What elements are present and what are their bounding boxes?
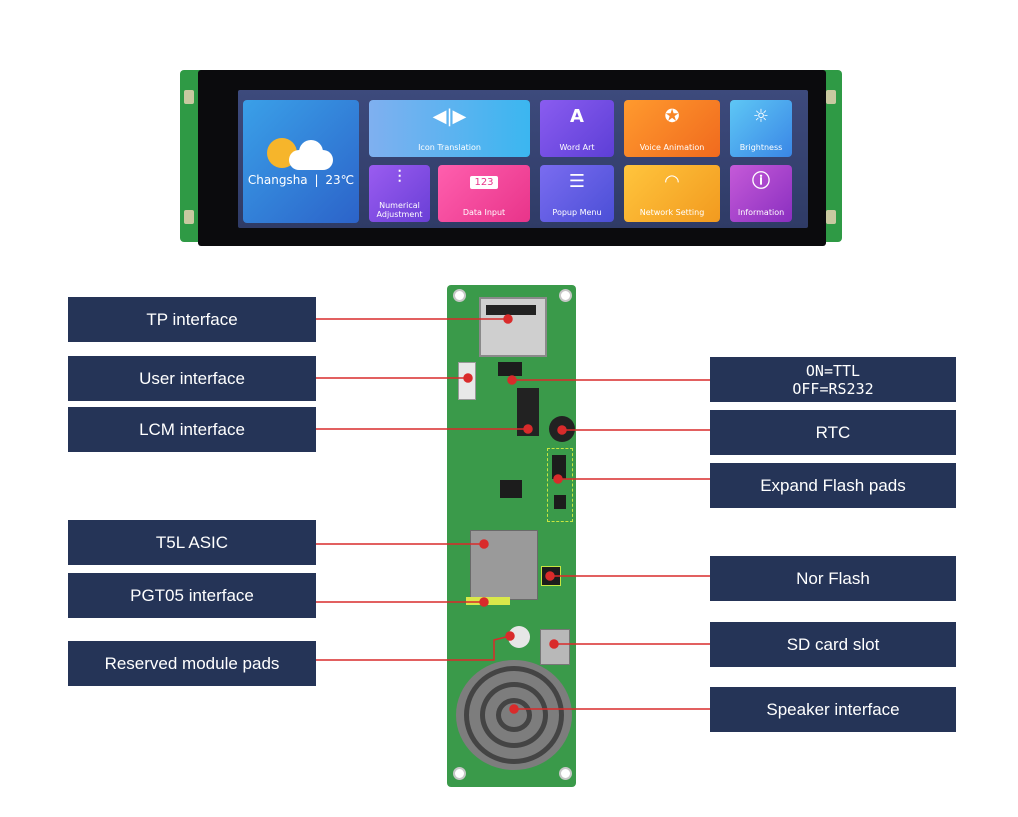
data-input-tile[interactable]: 123 Data Input [438,165,530,222]
sliders-icon: ⫶ [397,167,402,188]
label-nor-flash: Nor Flash [710,556,956,601]
film-reel-icon: ✪ [664,106,680,127]
voice-animation-tile[interactable]: ✪ Voice Animation [624,100,720,157]
letter-a-icon: A [570,106,584,127]
word-art-tile[interactable]: A Word Art [540,100,614,157]
menu-list-icon: ☰ [568,171,586,192]
switch-chip [498,362,522,376]
popup-menu-tile[interactable]: ☰ Popup Menu [540,165,614,222]
speaker [456,660,572,770]
data-input-badge: 123 [470,176,498,189]
lcm-connector [517,388,539,436]
label-ttl-rs232-switch: ON=TTL OFF=RS232 [710,357,956,402]
ic-chip [500,480,522,498]
weather-tile[interactable]: Changsha | 23℃ [243,100,359,223]
numerical-adjustment-tile[interactable]: ⫶ Numerical Adjustment [369,165,430,222]
brightness-tile[interactable]: ☼ Brightness [730,100,792,157]
label-reserved-module-pads: Reserved module pads [68,641,316,686]
weather-city: Changsha [247,173,308,187]
label-t5l-asic: T5L ASIC [68,520,316,565]
label-lcm-interface: LCM interface [68,407,316,452]
cloud-icon [289,140,333,170]
information-tile[interactable]: ⓘ Information [730,165,792,222]
arrows-icon: ◀|▶ [432,106,467,127]
label-user-interface: User interface [68,356,316,401]
label-tp-interface: TP interface [68,297,316,342]
weather-temp: 23℃ [325,173,355,187]
flash-pad-chip [552,455,566,479]
flash-pad-chip-2 [554,495,566,509]
label-pgt05-interface: PGT05 interface [68,573,316,618]
label-sd-card-slot: SD card slot [710,622,956,667]
expand-flash-outline [547,448,573,522]
label-speaker-interface: Speaker interface [710,687,956,732]
label-rtc: RTC [710,410,956,455]
wifi-icon: ◠ [664,171,680,192]
reserved-module-pad [508,626,530,648]
network-setting-tile[interactable]: ◠ Network Setting [624,165,720,222]
label-expand-flash-pads: Expand Flash pads [710,463,956,508]
lcd-screen: Changsha | 23℃ ◀|▶ Icon Translation A Wo… [238,90,808,228]
tp-connector-slot [486,305,536,315]
info-icon: ⓘ [752,171,770,192]
sun-brightness-icon: ☼ [752,106,770,127]
icon-translation-tile[interactable]: ◀|▶ Icon Translation [369,100,530,157]
